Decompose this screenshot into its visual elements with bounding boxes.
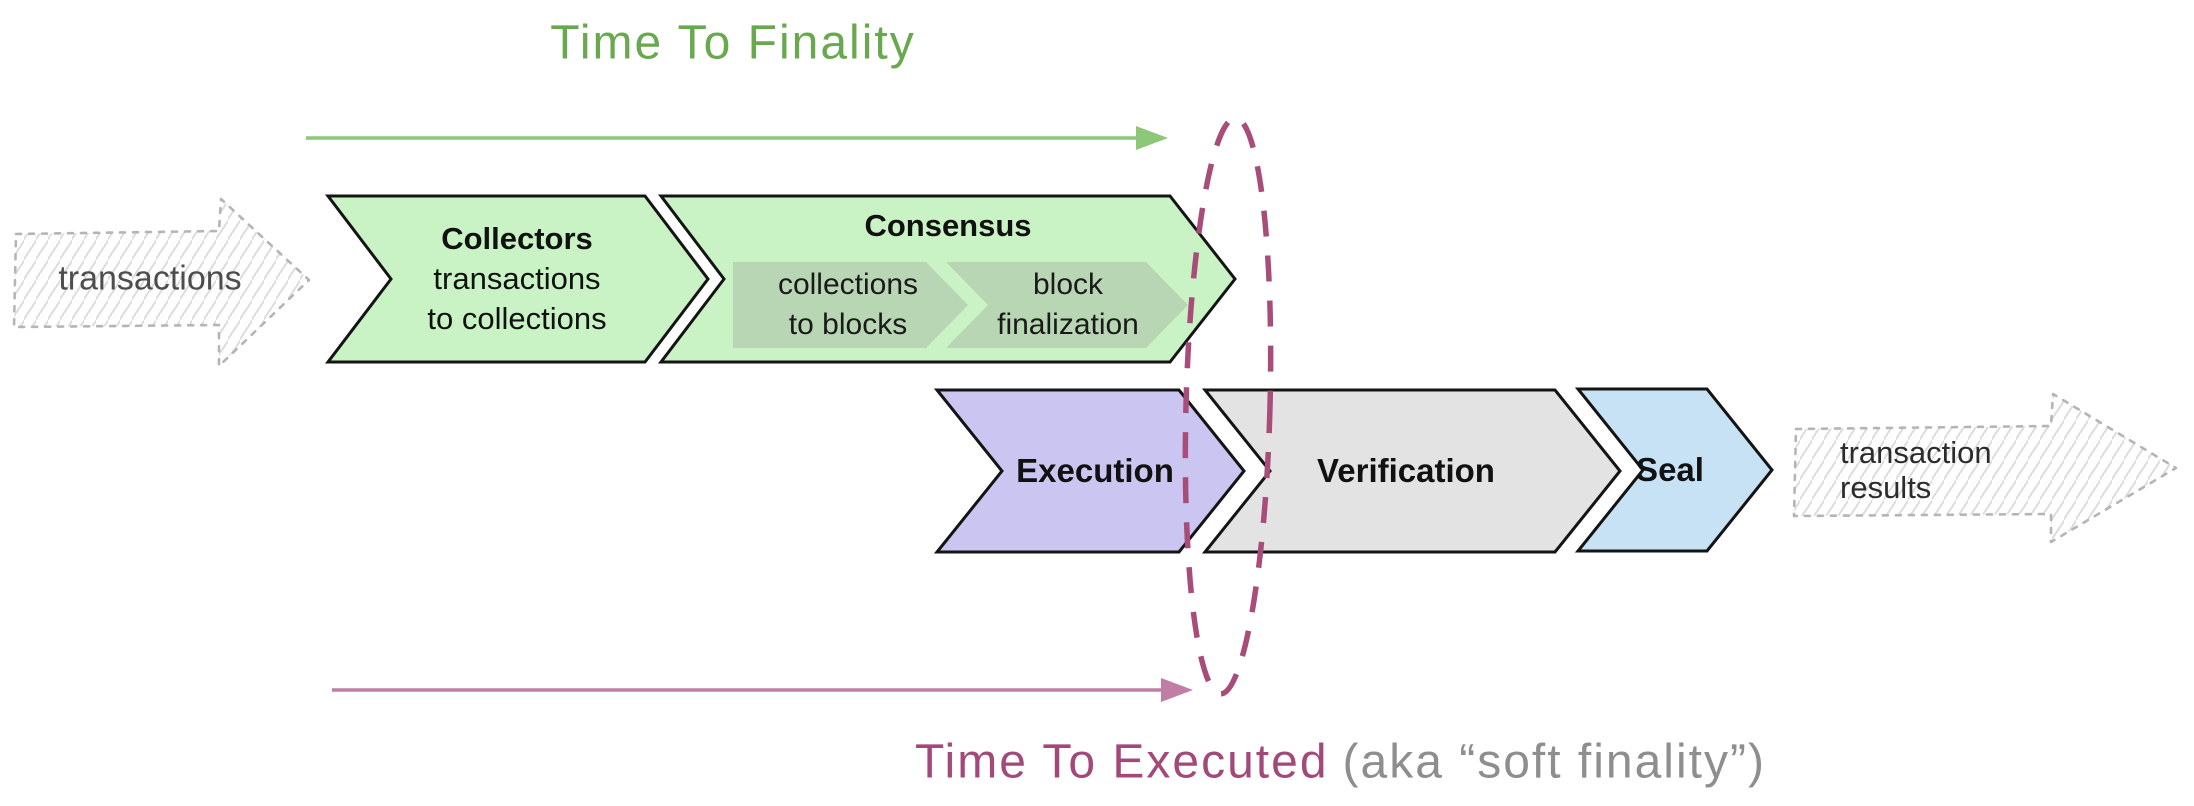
- substep2-line2: finalization: [997, 308, 1139, 341]
- substep1-line2: to blocks: [788, 308, 908, 341]
- execution-title: Execution: [1016, 452, 1174, 489]
- collectors-label: Collectors transactions to collections: [427, 219, 606, 339]
- finality-timeline-arrowhead: [1136, 126, 1168, 150]
- transaction-results-output-arrow: [1792, 392, 2178, 544]
- collectors-subtitle-line1: transactions: [433, 261, 601, 296]
- collections-to-blocks-subchevron: [733, 262, 968, 348]
- collectors-title: Collectors: [441, 221, 593, 256]
- collectors-chevron: [324, 194, 710, 364]
- seal-chevron: [1574, 387, 1774, 553]
- verification-title: Verification: [1317, 452, 1495, 489]
- consensus-title: Consensus: [864, 208, 1032, 243]
- time-to-executed-title: Time To Executed(aka “soft finality”): [915, 735, 1766, 790]
- executed-point-ellipse: [1182, 115, 1274, 697]
- execution-chevron: [933, 388, 1246, 554]
- transaction-results-label: transaction results: [1840, 435, 1992, 505]
- results-line1: transaction: [1840, 435, 1992, 470]
- block-finalization-label: block finalization: [997, 265, 1139, 345]
- executed-timeline-arrowhead: [1161, 678, 1193, 702]
- transactions-label: transactions: [58, 259, 242, 298]
- soft-finality-suffix: (aka “soft finality”): [1342, 735, 1766, 789]
- results-line2: results: [1840, 470, 1932, 505]
- time-to-finality-title: Time To Finality: [550, 16, 916, 70]
- block-finalization-subchevron: [946, 262, 1188, 348]
- time-to-executed-text: Time To Executed: [915, 735, 1329, 789]
- seal-title: Seal: [1636, 451, 1704, 488]
- substep2-line1: block: [1032, 268, 1104, 301]
- collectors-subtitle-line2: to collections: [427, 301, 607, 336]
- transactions-input-arrow: [12, 197, 311, 368]
- substep1-line1: collections: [777, 268, 919, 301]
- collections-to-blocks-label: collections to blocks: [778, 265, 918, 345]
